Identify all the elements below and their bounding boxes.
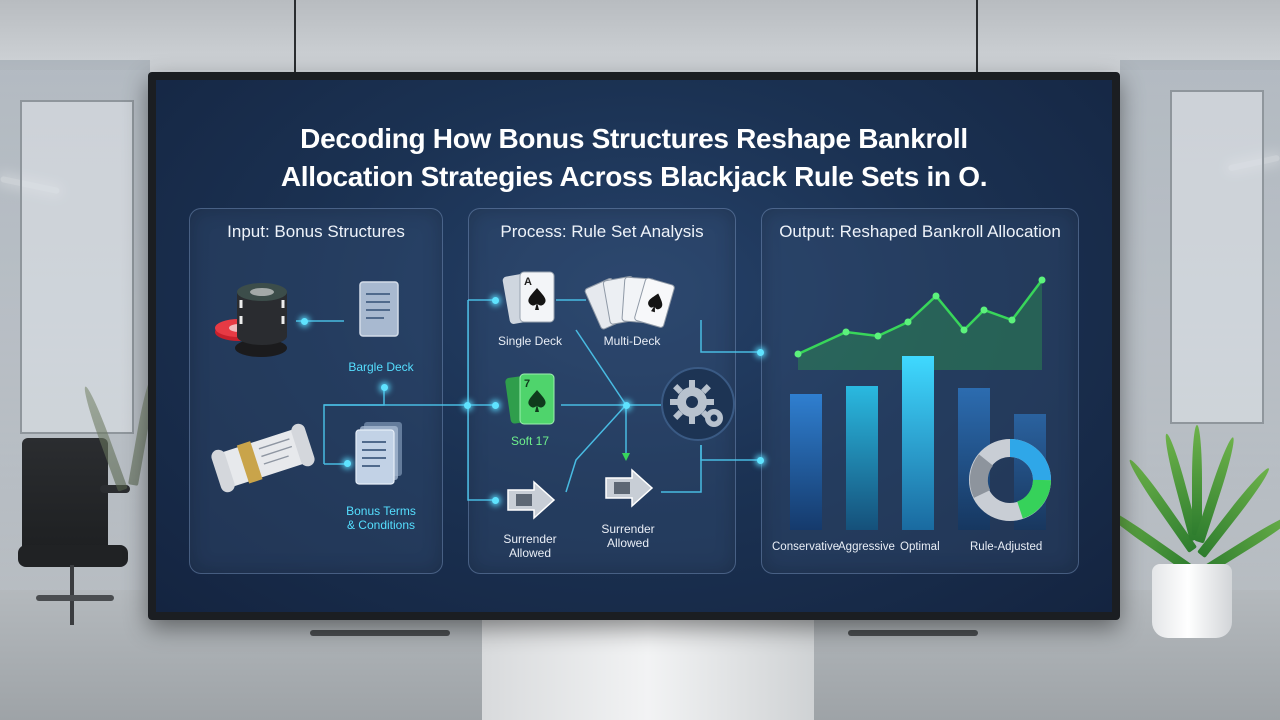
svg-text:7: 7 — [524, 378, 530, 390]
ceiling — [0, 0, 1280, 70]
right-arrow-icon — [507, 480, 556, 520]
connector-node — [757, 349, 764, 356]
connector-node — [492, 402, 499, 409]
office-chair-base — [36, 595, 114, 601]
output-label-rule-adjusted: Rule-Adjusted — [970, 541, 1043, 553]
input-label-bonus-terms: Bonus Terms — [346, 504, 416, 518]
gear-icon — [661, 367, 735, 441]
connector-single-hub — [575, 329, 627, 406]
bar-optimal — [902, 356, 934, 530]
process-label-soft-17: Soft 17 — [510, 434, 550, 448]
process-label-multi-deck: Multi-Deck — [603, 334, 661, 348]
title-line-1: Decoding How Bonus Structures Reshape Ba… — [300, 123, 968, 154]
card-fan-icon — [584, 276, 675, 330]
bar-conservative — [790, 394, 822, 530]
document-icon — [359, 281, 399, 337]
connector-node — [757, 457, 764, 464]
connector-node — [381, 384, 388, 391]
donut-chart-icon — [969, 439, 1051, 521]
connector-node — [492, 497, 499, 504]
arrow-head — [622, 453, 630, 461]
connector-node — [464, 402, 471, 409]
connector-surrender-hub — [565, 404, 627, 493]
infographic-screen: Decoding How Bonus Structures Reshape Ba… — [156, 80, 1112, 612]
output-label-optimal: Optimal — [900, 541, 940, 553]
flow-connectors — [296, 299, 761, 501]
input-label-conditions: & Conditions — [346, 518, 416, 532]
connector-node — [623, 402, 630, 409]
process-label-allowed-1: Allowed — [508, 546, 552, 560]
connector-node — [301, 318, 308, 325]
office-chair-seat — [18, 545, 128, 567]
title-line-2: Allocation Strategies Across Blackjack R… — [280, 161, 988, 192]
right-arrow-icon — [605, 468, 654, 508]
connector-multi-gear — [700, 320, 761, 353]
input-label-bargle-deck: Bargle Deck — [348, 360, 414, 374]
poker-chips-icon — [215, 283, 287, 357]
page-title: Decoding How Bonus Structures Reshape Ba… — [156, 120, 1112, 196]
input-panel: Input: Bonus Structures — [189, 208, 443, 574]
output-label-aggressive: Aggressive — [838, 541, 895, 553]
display-monitor: Decoding How Bonus Structures Reshape Ba… — [148, 72, 1120, 620]
process-label-allowed-2: Allowed — [606, 536, 650, 550]
office-chair-arm — [100, 485, 130, 493]
input-panel-title: Input: Bonus Structures — [227, 222, 405, 241]
connector-process-split — [467, 300, 496, 501]
window-pane — [20, 100, 134, 434]
ace-of-spades-card-icon: A — [502, 271, 555, 324]
stand-foot — [310, 630, 450, 636]
office-chair — [22, 438, 108, 558]
line-trend-icon — [794, 276, 1046, 370]
process-label-surrender-2: Surrender — [601, 522, 655, 536]
monitor-stand — [482, 614, 814, 720]
process-label-single-deck: Single Deck — [497, 334, 563, 348]
document-stack-icon — [355, 422, 402, 485]
bar-aggressive — [846, 386, 878, 530]
output-label-conservative: Conservative — [772, 541, 840, 553]
connector-surr2-gear — [661, 445, 702, 493]
stand-foot — [848, 630, 978, 636]
ceiling-cable — [976, 0, 978, 74]
ceiling-cable — [294, 0, 296, 74]
process-panel-title: Process: Rule Set Analysis — [500, 222, 704, 241]
svg-text:A: A — [524, 276, 532, 288]
connector-gear-output — [700, 445, 761, 461]
connector-node — [344, 460, 351, 467]
connector-node — [492, 297, 499, 304]
window-pane — [1170, 90, 1264, 424]
plant-pot — [1152, 564, 1232, 638]
seven-of-spades-card-icon: 7 — [505, 373, 555, 425]
output-panel-title: Output: Reshaped Bankroll Allocation — [779, 222, 1061, 241]
process-label-surrender-1: Surrender — [503, 532, 557, 546]
scroll-icon — [211, 423, 315, 493]
